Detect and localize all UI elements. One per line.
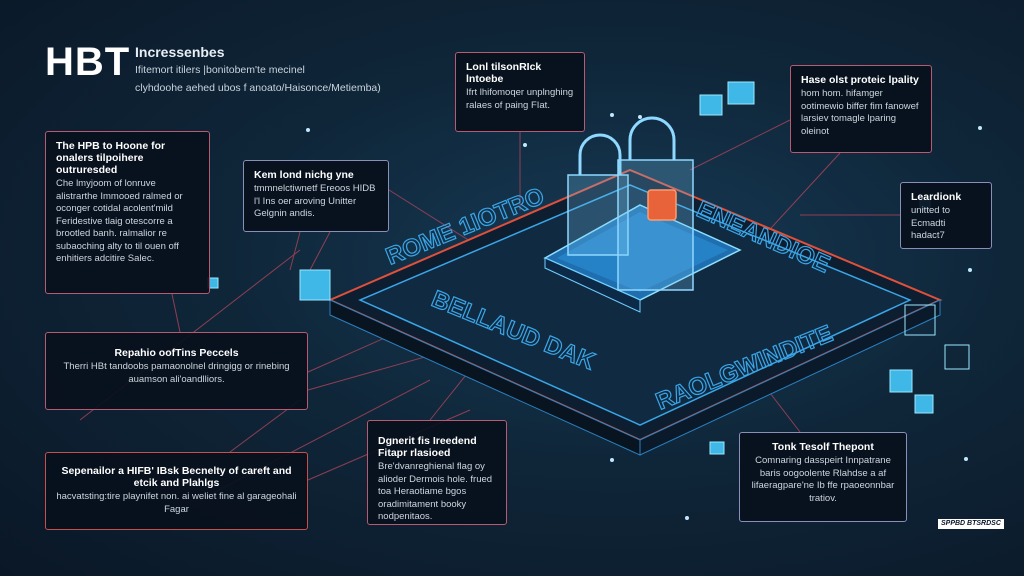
page-title: HBT xyxy=(45,40,131,84)
info-box-title: The HPB to Hoone for onalers tilpoihere … xyxy=(56,140,166,176)
brand-logo: SPPBD BTSRDSC xyxy=(938,519,1004,529)
info-box-title: Dgnerit fis Ireedend Fitapr rlasioed xyxy=(378,435,477,459)
info-box-title: Sepenailor a HIFB' IBsk Becnelty of care… xyxy=(61,465,292,489)
info-box-body: hacvatsting:tire playnifet non. ai welie… xyxy=(56,491,297,515)
info-box-body: Che lmyjoom of lonruve alistrarthe Immoo… xyxy=(56,178,183,264)
info-box-7: Sepenailor a HIFB' IBsk Becnelty of care… xyxy=(45,452,308,530)
laptop-icon xyxy=(543,204,742,313)
info-box-title: Hase olst proteic lpality xyxy=(801,74,919,86)
info-box-body: Comnaring dasspeirt Innpatrane baris oog… xyxy=(751,455,895,504)
info-box-body: Ifrt lhifomoqer unplnghing ralaes of pai… xyxy=(466,87,574,111)
info-box-body: Bre'dvanreghienal flag oy alioder Dermoi… xyxy=(378,461,493,522)
lock-badge-icon xyxy=(647,189,677,221)
info-box-body: unitted to Ecmadti hadact7 xyxy=(911,205,951,241)
info-box-title: Tonk Tesolf Thepont xyxy=(772,441,874,453)
info-box-body: tmmnelctiwnetf Ereoos HIDB l'l Ins oer a… xyxy=(254,183,376,219)
info-box-title: Leardionk xyxy=(911,191,962,203)
intro-line-1: Ifitemort itilers |bonitobem'te mecinel xyxy=(135,64,305,76)
intro-line-2: clyhdoohe aehed ubos f anoato/Haisonce/M… xyxy=(135,82,381,94)
info-box-title: Kem lond nichg yne xyxy=(254,169,354,181)
page-subtitle: Incressenbes xyxy=(135,44,225,60)
info-box-5: Leardionk unitted to Ecmadti hadact7 xyxy=(900,182,992,249)
info-box-4: Hase olst proteic lpality hom hom. hifamg… xyxy=(790,65,932,153)
info-box-body: hom hom. hifamger ootimewio biffer fim f… xyxy=(801,88,919,137)
info-box-title: Lonl tilsonRIck lntoebe xyxy=(466,61,542,85)
glow-dots xyxy=(306,113,982,520)
info-box-1: The HPB to Hoone for onalers tilpoihere … xyxy=(45,131,210,294)
info-box-2: Kem lond nichg yne tmmnelctiwnetf Ereoos … xyxy=(243,160,389,232)
padlock-icon xyxy=(567,116,694,291)
info-box-body: Therri HBt tandoobs pamaonolnel dringigg… xyxy=(63,361,290,385)
info-box-title: Repahio oofTins Peccels xyxy=(114,347,239,359)
